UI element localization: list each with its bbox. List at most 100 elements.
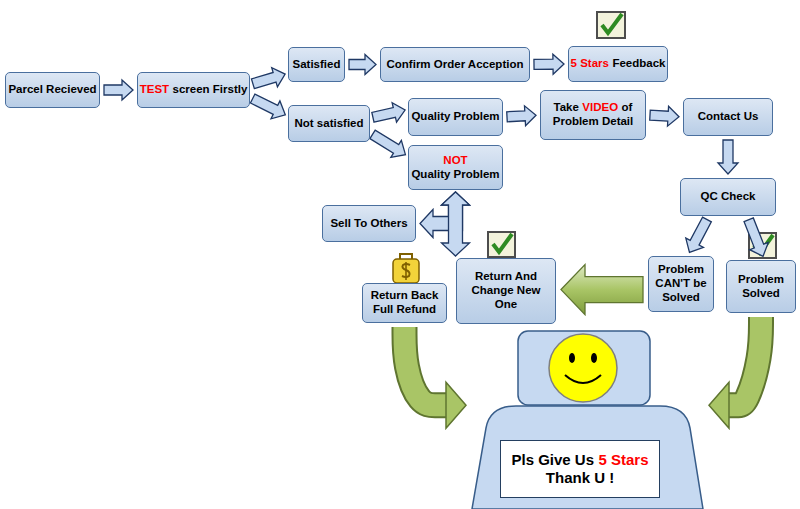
check-mark	[602, 14, 622, 33]
box-text-group: Problem CAN'T be Solved	[651, 263, 711, 304]
block-arrow-green	[561, 265, 643, 315]
process-box: Contact Us	[683, 98, 773, 136]
flow-arrow	[718, 140, 738, 174]
box-text-group: Parcel Recieved	[8, 83, 96, 97]
arrow-head	[709, 382, 729, 428]
process-box: Return Back Full Refund	[362, 283, 447, 323]
process-box: QC Check	[680, 178, 776, 216]
process-box: TEST screen Firstly	[137, 72, 250, 108]
process-box: Confirm Order Acception	[380, 47, 530, 82]
dollar-symbol	[405, 262, 407, 280]
box-text: Contact Us	[698, 110, 759, 122]
smiley-mouth	[565, 375, 601, 383]
block-arrow	[534, 54, 564, 74]
block-arrow	[370, 130, 406, 157]
block-arrow	[104, 80, 133, 100]
block-arrow	[650, 106, 679, 126]
box-text: Sell To Others	[330, 217, 407, 229]
sign-box: Pls Give Us 5 StarsThank U !	[500, 440, 660, 498]
box-text: Pls Give Us	[511, 451, 594, 468]
box-text: Parcel Recieved	[8, 83, 96, 95]
box-text-group: Not satisfied	[294, 117, 363, 131]
box-text-group: TEST screen Firstly	[140, 83, 248, 97]
flow-arrow	[251, 68, 285, 89]
flow-arrow	[442, 192, 470, 256]
check-icon	[488, 232, 515, 257]
box-text: Return Back Full Refund	[371, 289, 439, 315]
box-text-group: Return Back Full Refund	[365, 289, 444, 317]
box-text: Quality Problem	[411, 168, 499, 180]
flow-arrow	[507, 106, 536, 126]
flow-arrow	[709, 317, 761, 428]
highlight-text: VIDEO	[582, 101, 618, 113]
block-arrow	[251, 68, 285, 89]
highlight-text: 5 Stars	[571, 57, 609, 69]
box-text: Thank U !	[511, 469, 648, 487]
box-text-group: Pls Give Us 5 StarsThank U !	[511, 451, 648, 487]
block-arrow	[686, 217, 712, 252]
figure-head-frame	[518, 331, 650, 405]
box-text: screen Firstly	[173, 83, 248, 95]
check-icon	[597, 12, 625, 38]
smiley-face	[549, 334, 617, 402]
flow-arrow	[405, 327, 467, 428]
highlight-text: TEST	[140, 83, 169, 95]
process-box: Problem CAN'T be Solved	[648, 256, 714, 312]
block-arrow	[372, 103, 405, 123]
box-text: Return And Change New One	[471, 270, 540, 310]
flow-arrow	[561, 265, 643, 315]
box-text: Feedback	[612, 57, 665, 69]
box-text: Confirm Order Acception	[387, 58, 524, 70]
block-arrow	[349, 55, 376, 75]
box-text-group: Problem Solved	[729, 273, 793, 301]
box-text: Quality Problem	[411, 110, 499, 122]
curved-arrow-outline	[405, 327, 447, 405]
box-text-group: Contact Us	[698, 110, 759, 124]
box-text-group: Sell To Others	[330, 217, 407, 231]
smiley-eye	[569, 353, 575, 363]
check-box	[597, 12, 625, 38]
flow-arrow	[370, 130, 406, 157]
flow-arrow	[686, 217, 712, 252]
block-arrow	[718, 140, 738, 174]
process-box: Quality Problem	[408, 98, 503, 136]
process-box: Not satisfied	[288, 105, 370, 142]
process-box: Problem Solved	[726, 260, 796, 313]
block-arrow	[250, 94, 285, 119]
highlight-text: 5 Stars	[599, 451, 649, 468]
process-box: 5 StarsFeedback	[568, 46, 668, 82]
box-text-group: NOTQuality Problem	[411, 154, 499, 182]
figure-body	[472, 406, 703, 509]
box-text-group: Return And Change New One	[459, 270, 553, 311]
flow-arrow	[104, 80, 133, 100]
curved-arrow-body	[729, 317, 761, 405]
process-box: TakeVIDEOof Problem Detail	[540, 90, 646, 140]
block-arrow	[744, 218, 768, 256]
block-arrow	[507, 106, 536, 126]
box-text-group: Quality Problem	[411, 110, 499, 124]
money-bag-icon	[393, 254, 419, 283]
process-box: Return And Change New One	[456, 258, 556, 324]
customer-figure: Pls Give Us 5 StarsThank U !	[470, 330, 705, 509]
box-text-group: QC Check	[701, 190, 756, 204]
box-text: Problem Solved	[738, 273, 784, 299]
check-box	[488, 232, 515, 257]
curved-arrow-body	[405, 327, 447, 405]
flow-arrow	[250, 94, 285, 119]
box-text-group: 5 StarsFeedback	[571, 57, 666, 71]
process-box: Parcel Recieved	[5, 72, 100, 108]
flow-arrow	[349, 55, 376, 75]
bag-body	[393, 259, 419, 283]
process-box: Satisfied	[288, 47, 345, 82]
box-text: Satisfied	[293, 58, 341, 70]
box-text-group: Confirm Order Acception	[387, 58, 524, 72]
box-text-group: Satisfied	[293, 58, 341, 72]
box-text: Problem CAN'T be Solved	[655, 263, 706, 303]
box-text: Take	[554, 101, 579, 113]
box-text-group: TakeVIDEOof Problem Detail	[543, 101, 643, 129]
flow-arrow	[372, 103, 405, 123]
box-text: QC Check	[701, 190, 756, 202]
flow-arrow	[534, 54, 564, 74]
flow-arrow	[744, 218, 768, 256]
